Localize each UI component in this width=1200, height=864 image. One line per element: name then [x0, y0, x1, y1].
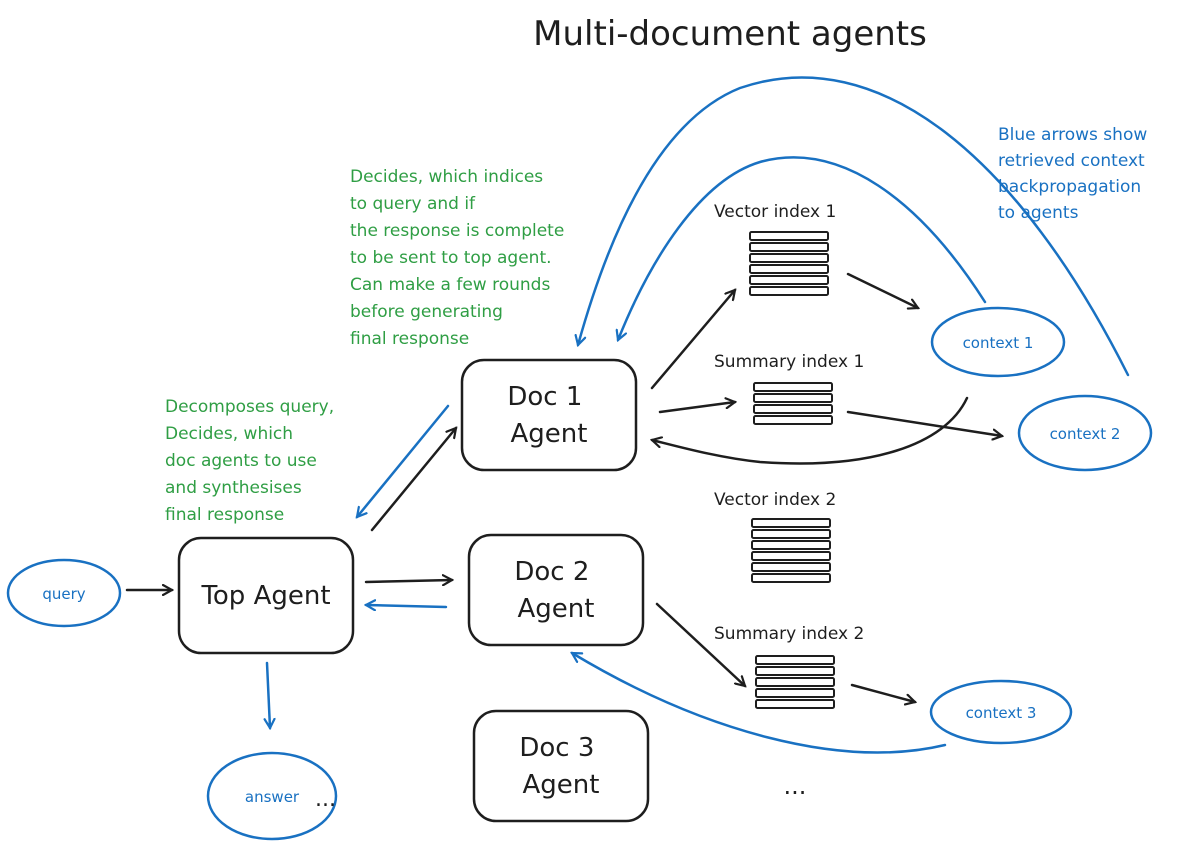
- doc2-to-summary2-arrow: [655, 602, 745, 686]
- doc1-to-vector1-arrow: [650, 290, 735, 390]
- index-bar: [753, 415, 833, 425]
- context-2-oval: [1017, 394, 1153, 472]
- vector-index-2-label: Vector index 2: [714, 490, 836, 510]
- index-bar: [753, 382, 833, 392]
- more-ellipsis: ...: [784, 772, 807, 800]
- index-bar: [751, 551, 831, 561]
- top-agent-note-line: and synthesises: [165, 478, 302, 498]
- legend-note-line: to agents: [998, 203, 1079, 223]
- summary-index-1-label: Summary index 1: [714, 352, 864, 372]
- vector-index-1-label: Vector index 1: [714, 202, 836, 222]
- context1-to-doc1-inner-arrow: [618, 156, 987, 340]
- index-bar: [751, 562, 831, 572]
- top-agent-note-line: Decides, which: [165, 424, 293, 444]
- index-bar: [749, 275, 829, 285]
- query-oval: [6, 558, 122, 628]
- index-bar: [753, 404, 833, 414]
- doc1-agent-label: Doc 1 Agent: [507, 382, 590, 449]
- vector-index-2-stack: [751, 518, 831, 583]
- index-bar: [755, 677, 835, 687]
- doc2-to-top-arrow: [366, 605, 448, 607]
- summary-index-2-label: Summary index 2: [714, 624, 864, 644]
- doc3-agent-box: [472, 709, 650, 823]
- doc2-agent-label-line: Doc 2: [514, 557, 589, 587]
- doc3-agent-label-line: Doc 3: [519, 733, 594, 763]
- legend-note-line: retrieved context: [998, 151, 1145, 171]
- index-bar: [755, 699, 835, 709]
- summary2-to-context3-arrow: [850, 683, 915, 702]
- vector1-to-context1-arrow: [846, 272, 918, 308]
- answer-ellipsis: ...: [315, 787, 336, 812]
- doc-agent-note-line: to query and if: [350, 194, 476, 214]
- index-bar: [749, 286, 829, 296]
- legend-note-line: Blue arrows show: [998, 125, 1147, 145]
- answer-label: answer: [245, 788, 300, 806]
- doc-agent-note-line: final response: [350, 329, 469, 349]
- query-label: query: [42, 585, 85, 603]
- index-bar: [751, 529, 831, 539]
- top-agent-note-line: final response: [165, 505, 284, 525]
- top-agent-note-line: doc agents to use: [165, 451, 317, 471]
- top-to-answer-arrow: [267, 661, 270, 728]
- index-bar: [749, 242, 829, 252]
- top-agent-label-line: Top Agent: [200, 581, 330, 611]
- summary-index-2-stack: [755, 655, 835, 709]
- doc1-to-summary1-arrow: [658, 402, 735, 414]
- doc1-agent-label-line: Doc 1: [507, 382, 582, 412]
- doc3-agent-label: Doc 3 Agent: [519, 733, 602, 800]
- index-bar: [755, 666, 835, 676]
- answer-oval: [206, 751, 338, 841]
- context-1-label: context 1: [963, 334, 1034, 352]
- summary1-to-context2-arrow: [846, 410, 1002, 436]
- doc2-agent-label-line: Agent: [518, 594, 595, 624]
- context-2-label: context 2: [1050, 425, 1121, 443]
- context2-to-doc1-arrow: [652, 396, 969, 465]
- index-bar: [751, 573, 831, 583]
- legend-note: Blue arrows show retrieved context backp…: [998, 125, 1153, 223]
- doc3-agent-label-line: Agent: [523, 770, 600, 800]
- doc-agent-note-line: the response is complete: [350, 221, 564, 241]
- doc-agent-note-line: before generating: [350, 302, 503, 322]
- doc2-agent-label: Doc 2 Agent: [514, 557, 597, 624]
- top-to-doc1-arrow: [370, 428, 456, 532]
- context-3-oval: [929, 679, 1073, 745]
- index-bar: [749, 231, 829, 241]
- top-agent-note: Decomposes query, Decides, which doc age…: [165, 397, 340, 525]
- context1-to-doc1-outer-arrow: [578, 76, 1130, 377]
- legend-note-line: backpropagation: [998, 177, 1141, 197]
- doc-agent-note-line: Decides, which indices: [350, 167, 543, 187]
- top-to-doc2-arrow: [364, 580, 452, 582]
- doc-agent-note-line: Can make a few rounds: [350, 275, 550, 295]
- index-bar: [749, 264, 829, 274]
- vector-index-1-stack: [749, 231, 829, 296]
- top-agent-label: Top Agent: [200, 581, 330, 611]
- index-bar: [751, 518, 831, 528]
- diagram-title: Multi-document agents: [533, 14, 927, 54]
- doc1-agent-box: [460, 358, 638, 472]
- doc1-agent-label-line: Agent: [511, 419, 588, 449]
- index-bar: [749, 253, 829, 263]
- doc2-agent-box: [467, 533, 645, 647]
- index-bar: [755, 688, 835, 698]
- top-agent-note-line: Decomposes query,: [165, 397, 334, 417]
- index-bar: [751, 540, 831, 550]
- summary-index-1-stack: [753, 382, 833, 425]
- context-3-label: context 3: [966, 704, 1037, 722]
- index-bar: [753, 393, 833, 403]
- top-agent-box: [177, 536, 355, 655]
- context3-to-doc2-arrow: [572, 651, 947, 754]
- doc-agent-note-line: to be sent to top agent.: [350, 248, 552, 268]
- doc-agent-note: Decides, which indices to query and if t…: [350, 167, 570, 349]
- context-1-oval: [930, 306, 1066, 378]
- index-bar: [755, 655, 835, 665]
- doc1-to-top-arrow: [357, 404, 450, 517]
